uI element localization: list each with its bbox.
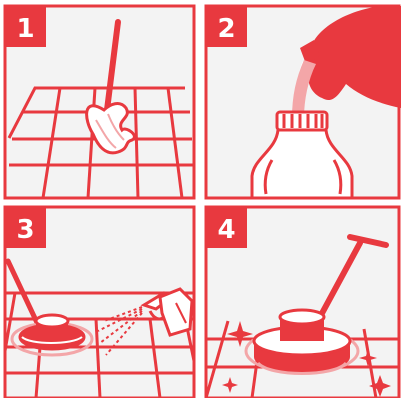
step-1-panel: 1 bbox=[0, 0, 199, 201]
step-1-number: 1 bbox=[16, 14, 34, 44]
step-3-number: 3 bbox=[16, 215, 34, 245]
step-4-panel: 4 bbox=[200, 201, 401, 398]
step-2-number: 2 bbox=[217, 14, 235, 44]
step-2-panel: 2 bbox=[200, 0, 401, 201]
step-4-number: 4 bbox=[217, 215, 235, 245]
step-3-panel: 3 bbox=[0, 201, 199, 398]
